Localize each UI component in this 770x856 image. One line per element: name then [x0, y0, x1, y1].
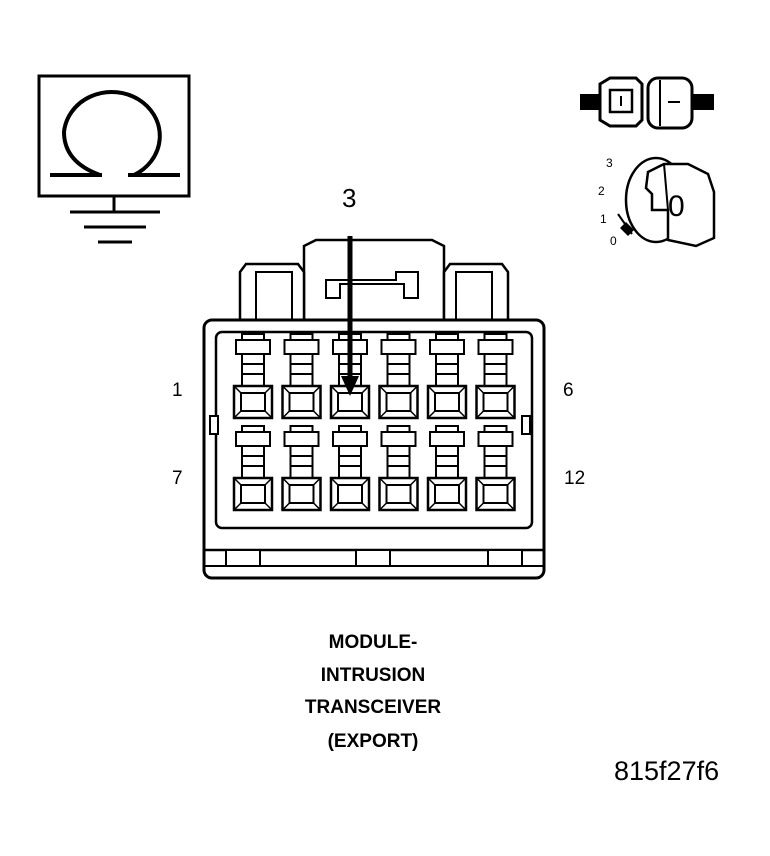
reference-code: 815f27f6 [614, 756, 720, 786]
pin-label-1: 1 [172, 380, 183, 401]
ignition-key-label: 0 [668, 190, 685, 223]
title-line-4: (EXPORT) [327, 731, 419, 752]
connector-cavity-12 [475, 425, 516, 512]
connector-cavity-10 [378, 425, 419, 512]
connector-face [202, 236, 546, 580]
connector-cavity-5 [426, 333, 468, 420]
connector-cavity-1 [232, 333, 274, 420]
pin-label-7: 7 [172, 468, 183, 489]
connector-cavity-8 [281, 425, 322, 512]
connector-cavity-9 [329, 425, 371, 512]
ignition-key-icon: 0 3 2 1 0 [596, 150, 726, 250]
ohm-meter-icon [37, 74, 191, 244]
ignition-position-0: 0 [610, 234, 617, 248]
ignition-position-2: 2 [598, 184, 605, 198]
connector-cavity-4 [378, 333, 419, 420]
connector-cavity-6 [475, 333, 516, 420]
ignition-position-3: 3 [606, 156, 613, 170]
ignition-position-1: 1 [600, 212, 607, 226]
connector-disconnect-icon [580, 76, 714, 130]
title-line-3: TRANSCEIVER [304, 697, 442, 718]
pointer-pin-label: 3 [342, 183, 357, 213]
pin-label-12: 12 [564, 468, 586, 489]
connector-cavity-7 [232, 425, 274, 512]
pin-label-6: 6 [563, 380, 574, 401]
connector-cavity-11 [426, 425, 468, 512]
title-line-2: INTRUSION [320, 665, 426, 686]
connector-cavity-2 [281, 333, 322, 420]
title-line-1: MODULE- [328, 632, 418, 653]
